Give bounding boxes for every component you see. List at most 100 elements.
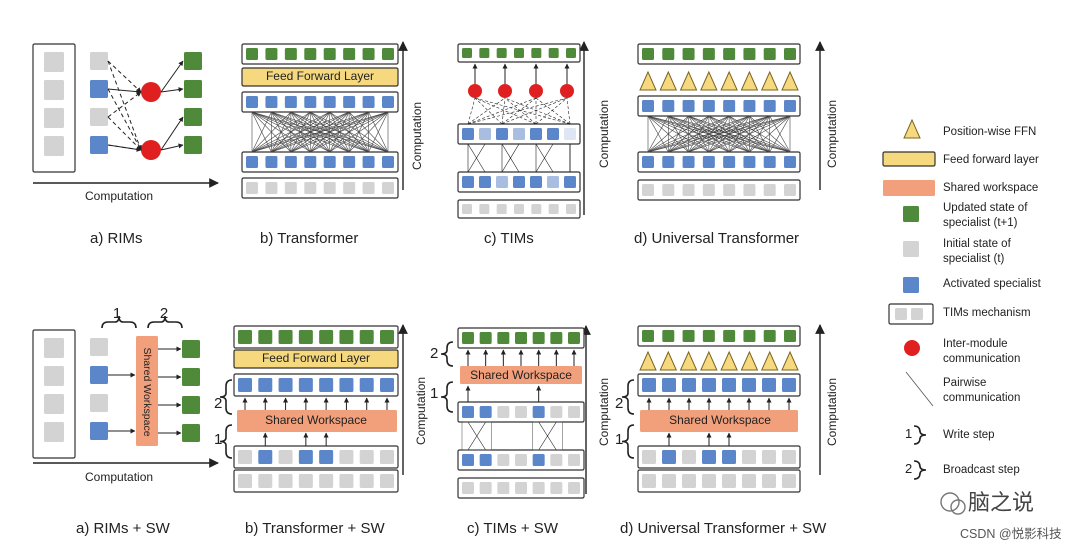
- tims-sw-upper-mech-cell: [497, 406, 510, 418]
- universal-sw-blue-cell: [722, 378, 736, 392]
- tims-upper-mech-cell: [530, 128, 542, 140]
- tims-communication-node: [560, 84, 574, 98]
- universal-attention-edge: [708, 115, 791, 153]
- transformer-upper-blue-cell: [265, 96, 278, 108]
- tims-sw-pair-box: [532, 421, 563, 451]
- legend-initial-line1: Initial state of: [943, 238, 1012, 250]
- rims-out-edge: [160, 143, 184, 151]
- rims-sw-shared-workspace: [136, 336, 158, 446]
- universal-input-cell: [763, 184, 776, 196]
- transformer-sw-output-cell: [359, 330, 374, 344]
- rims-specialist-square: [90, 52, 108, 70]
- universal-computation-label: Computation: [825, 100, 839, 168]
- shared-workspace-label-tims: Shared Workspace: [470, 368, 572, 382]
- tims-sw-lower-mech-cell: [568, 454, 580, 466]
- legend-write-brace: [913, 425, 927, 445]
- universal-lower-blue-cell: [763, 156, 776, 168]
- rims-edge: [107, 88, 142, 95]
- rims-sw-initial-square: [44, 366, 64, 386]
- rims-specialist-square: [90, 80, 108, 98]
- rims-dashed-edge: [107, 116, 142, 151]
- transformer-sw-blue-cell: [339, 378, 354, 392]
- transformer-lower-blue-cell: [323, 156, 336, 168]
- universal-output-cell: [662, 48, 675, 60]
- universal-sw-blue-cell: [762, 378, 776, 392]
- universal-lower-blue-cell: [723, 156, 736, 168]
- transformer-sw-input-cell: [359, 474, 374, 488]
- universal-ffn-triangle: [781, 70, 799, 91]
- universal-sw-mixed-cell: [682, 450, 696, 464]
- legend-activated-swatch: [903, 277, 919, 293]
- universal-sw-brace-1: [621, 424, 635, 459]
- rims-sw-specialist-square: [90, 366, 108, 384]
- tims-sw-upper-mech-cell: [515, 406, 527, 418]
- tims-upper-mech-cell: [479, 128, 491, 140]
- universal-ffn-triangle: [659, 70, 678, 91]
- transformer-attention-edge: [329, 111, 389, 153]
- tims-sw-lower-mech-cell: [479, 454, 492, 466]
- transformer-sw-step-1: 1: [214, 431, 222, 448]
- legend-initial-line2: specialist (t): [943, 253, 1005, 265]
- tims-computation-label: Computation: [597, 100, 611, 168]
- legend-inter-node: [904, 340, 920, 356]
- transformer-sw-input-frame: [233, 469, 399, 493]
- tims-input-cell: [462, 204, 472, 214]
- caption-rims-sw: a) RIMs + SW: [76, 520, 171, 537]
- tims-pairwise-edge: [535, 143, 554, 173]
- transformer-sw-input-cell: [319, 474, 334, 488]
- watermark-brand: 脑之说: [968, 490, 1034, 515]
- caption-tims-sw: c) TIMs + SW: [467, 520, 559, 537]
- tims-lower-mech-cell: [496, 176, 508, 188]
- transformer-attention-edge: [368, 111, 389, 153]
- tims-input-cell: [548, 204, 559, 214]
- caption-transformer: b) Transformer: [260, 230, 358, 247]
- universal-sw-computation-label: Computation: [825, 378, 839, 446]
- tims-sw-input-cell: [550, 482, 563, 494]
- transformer-sw-input-cell: [298, 474, 313, 488]
- universal-sw-input-cell: [722, 474, 736, 488]
- universal-sw-output-frame: [637, 325, 801, 347]
- transformer-sw-output-frame: [233, 325, 399, 349]
- universal-output-cell: [763, 48, 776, 60]
- universal-ffn-triangle: [720, 70, 738, 91]
- transformer-sw-blue-cell: [278, 378, 293, 392]
- universal-upper-blue-cell: [702, 100, 715, 112]
- universal-sw-ffn-triangle: [700, 350, 718, 371]
- transformer-sw-mixed-cell: [238, 450, 252, 464]
- transformer-attention-edge: [251, 111, 272, 153]
- tims-input-cell: [496, 204, 507, 214]
- universal-lower-blue-cell: [743, 156, 756, 168]
- universal-upper-blue-cell: [662, 100, 675, 112]
- watermark-chat-icon: [950, 499, 966, 515]
- universal-lower-blue-frame: [637, 151, 801, 173]
- tims-sw-upper-mech-cell: [568, 406, 580, 418]
- legend-ffn-triangle: [903, 118, 921, 139]
- tims-dashed-edge: [474, 97, 537, 125]
- legend-inter-line1: Inter-module: [943, 338, 1008, 350]
- transformer-output-cell: [304, 48, 317, 60]
- legend-activated: Activated specialist: [943, 278, 1042, 290]
- tims-dashed-edge: [535, 97, 571, 125]
- transformer-sw-input-cell: [339, 474, 354, 488]
- universal-input-cell: [784, 184, 796, 196]
- universal-lower-blue-cell: [784, 156, 796, 168]
- transformer-sw-mixed-frame: [233, 445, 399, 469]
- tims-communication-node: [468, 84, 482, 98]
- rims-out-edge: [160, 87, 184, 93]
- universal-sw-input-frame: [637, 469, 801, 493]
- transformer-input-cell: [304, 182, 317, 194]
- transformer-sw-mixed-cell: [339, 450, 354, 464]
- tims-dashed-edge: [501, 97, 568, 125]
- universal-sw-input-cell: [762, 474, 776, 488]
- universal-sw-mixed-cell: [642, 450, 656, 464]
- tims-lower-mech-cell: [479, 176, 491, 188]
- tims-sw-input-cell: [515, 482, 527, 494]
- universal-sw-input-cell: [642, 474, 656, 488]
- universal-input-cell: [662, 184, 675, 196]
- universal-input-cell: [702, 184, 715, 196]
- tims-output-cell: [462, 48, 472, 58]
- transformer-sw-output-cell: [380, 330, 394, 344]
- universal-sw-blue-cell: [782, 378, 796, 392]
- tims-pairwise-edge: [501, 143, 520, 173]
- universal-input-cell: [723, 184, 736, 196]
